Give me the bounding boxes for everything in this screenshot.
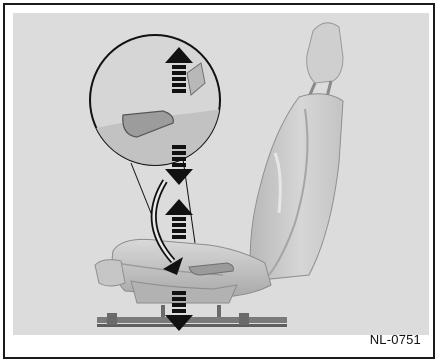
seat-backrest (250, 94, 343, 281)
figure-code-label: NL-0751 (370, 332, 421, 347)
figure-frame: NL-0751 (3, 3, 435, 359)
headrest (307, 23, 343, 97)
illustration-panel (13, 13, 429, 335)
seat-height-adjustment-illustration (13, 13, 429, 335)
arrow-up-icon (165, 199, 193, 239)
